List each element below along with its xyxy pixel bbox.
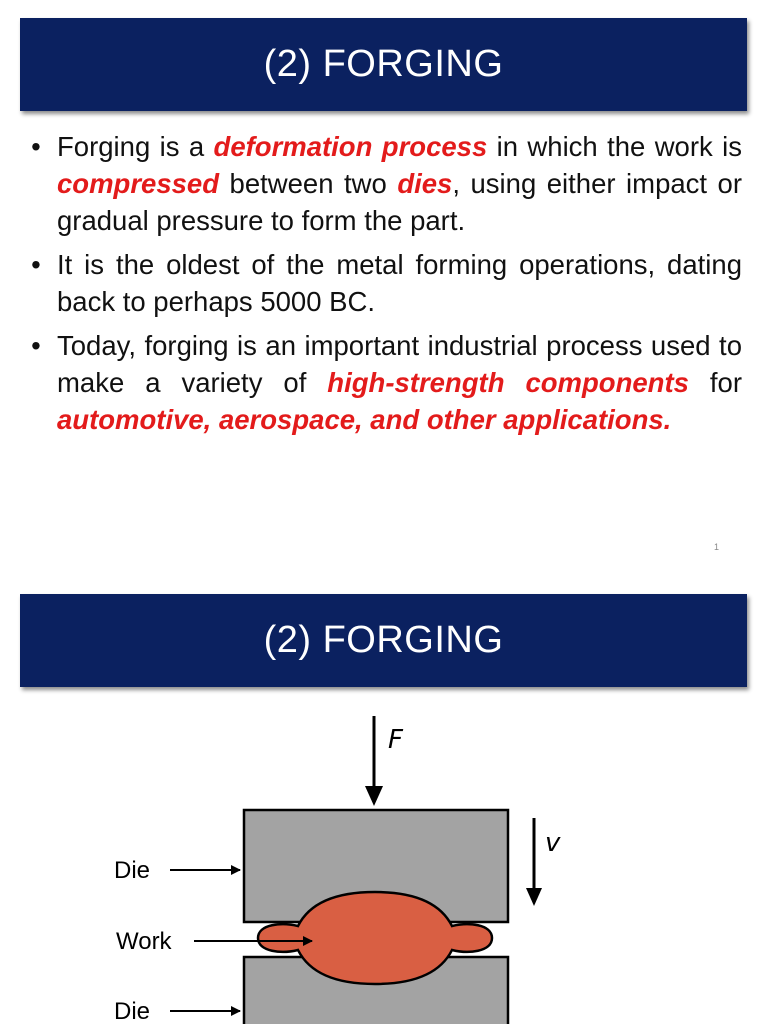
bullet-segment: between two [219,168,398,199]
bullet-list: • Forging is a deformation process in whi… [24,128,742,445]
bullet-text-1: Forging is a deformation process in whic… [57,131,742,236]
highlighted-term: compressed [57,168,220,199]
work-label: Work [116,928,173,955]
bullet-dot-icon: • [31,330,41,361]
highlighted-term: high-strength components [327,367,689,398]
die-bottom-label: Die [114,998,150,1024]
highlighted-term: automotive, aerospace, and other applica… [57,404,672,435]
force-arrow-icon [365,716,383,806]
bullet-text-2: It is the oldest of the metal forming op… [57,249,742,317]
bullet-text-3: Today, forging is an important industria… [57,330,742,435]
workpiece [256,890,494,986]
bullet-segment: in which the work is [487,131,742,162]
bullet-segment: Today, forging is an important industria… [57,330,742,398]
slide-2-title-banner: (2) FORGING [20,594,747,687]
bullet-segment: Forging is a [57,131,214,162]
bullet-item-1: • Forging is a deformation process in whi… [24,128,742,239]
bullet-item-3: • Today, forging is an important industr… [24,327,742,438]
slide-2-title: (2) FORGING [263,619,504,661]
highlighted-term: deformation process [213,131,488,162]
bullet-dot-icon: • [31,249,41,280]
die-top-label: Die [114,857,150,884]
bullet-segment: , using either impact or gradual pressur… [57,168,743,236]
force-label: F [388,725,404,755]
bullet-segment: It is the oldest of the metal forming op… [57,249,742,317]
slide-1-title-banner: (2) FORGING [20,18,747,111]
page-number: 1 [714,542,720,552]
top-die [242,808,510,924]
highlighted-term: dies [397,168,453,199]
velocity-label: v [545,828,561,858]
bullet-item-2: • It is the oldest of the metal forming o… [24,246,742,320]
velocity-arrow-icon [526,818,542,906]
bullet-dot-icon: • [31,131,41,162]
bullet-segment: for [688,367,742,398]
slide-1-title: (2) FORGING [263,43,504,85]
